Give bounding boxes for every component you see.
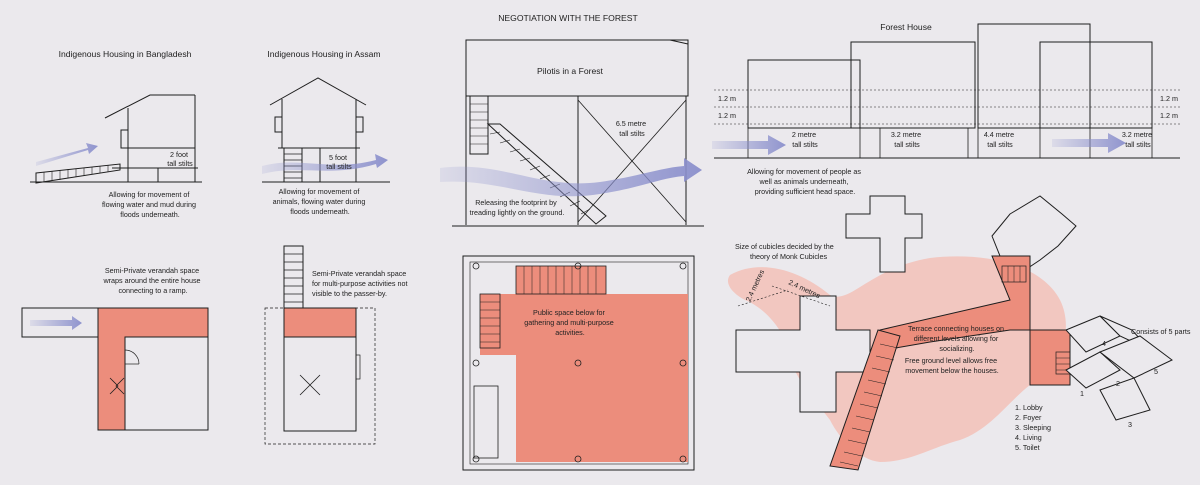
pilotis-title: Pilotis in a Forest xyxy=(537,66,604,76)
bangladesh-caption: Allowing for movement of flowing water a… xyxy=(102,190,198,219)
assam-caption: Allowing for movement of animals, flowin… xyxy=(273,187,368,216)
bangladesh-verandah-plan xyxy=(97,307,209,431)
cluster-house-top-left xyxy=(845,195,923,273)
assam-stair-plan xyxy=(283,245,304,309)
forest-house-stilt-2: 3.2 metre tall stilts xyxy=(891,130,923,149)
forest-house-stilt-4: 3.2 metre tall stilts xyxy=(1122,130,1154,149)
forest-house-stilt-3: 4.4 metre tall stilts xyxy=(984,130,1016,149)
cluster-ramp-diagonal xyxy=(829,329,901,471)
pilotis-caption: Releasing the footprint by treading ligh… xyxy=(470,198,565,217)
cluster-legend: 1. Lobby 2. Foyer 3. Sleeping 4. Living … xyxy=(1015,403,1053,452)
assam-verandah-caption: Semi-Private verandah space for multi-pu… xyxy=(312,269,409,298)
bangladesh-section: Indigenous Housing in Bangladesh 2 foot … xyxy=(21,49,209,431)
bangladesh-roof xyxy=(104,94,195,119)
cluster-terrace-right xyxy=(1029,329,1071,386)
cluster-house-top-right xyxy=(991,195,1077,273)
bangladesh-title: Indigenous Housing in Bangladesh xyxy=(59,49,192,59)
cluster-house-left xyxy=(735,295,871,413)
forest-house-flow-arrow-left xyxy=(712,135,786,155)
cluster-terrace-upper xyxy=(879,255,1031,351)
assam-roof xyxy=(269,77,367,106)
five-part-cross xyxy=(1065,315,1173,421)
bangladesh-stilt-label: 2 foot tall stilts xyxy=(167,150,193,168)
assam-title: Indigenous Housing in Assam xyxy=(267,49,380,59)
cluster-parts-title: Consists of 5 parts xyxy=(1131,327,1191,336)
pilotis-site-plan xyxy=(462,255,695,471)
assam-verandah-plan xyxy=(283,307,357,338)
bangladesh-ramp xyxy=(35,163,121,184)
assam-flow-arrow xyxy=(262,154,388,174)
forest-house-box-2 xyxy=(850,41,976,129)
cluster-ground-caption: Free ground level allows free movement b… xyxy=(905,356,999,375)
main-title: NEGOTIATION WITH THE FOREST xyxy=(498,13,638,23)
forest-house-box-1 xyxy=(747,59,861,129)
assam-house-plan xyxy=(283,336,357,432)
cluster-part-5: 5 xyxy=(1154,367,1158,376)
forest-house-flow-arrow-right xyxy=(1052,133,1126,153)
assam-stilt-label: 5 foot tall stilts xyxy=(326,153,352,171)
pilotis-roof xyxy=(466,39,689,45)
pilotis-plan-caption: Public space below for gathering and mul… xyxy=(524,308,616,337)
forest-house-box-4 xyxy=(1039,41,1153,129)
pilotis-section: Pilotis in a Forest 6.5 metre tall stilt… xyxy=(440,39,704,471)
bangladesh-ramp-plan xyxy=(21,307,99,338)
forest-house-box-3 xyxy=(977,23,1091,129)
forest-house-title: Forest House xyxy=(880,22,932,32)
forest-house-height-left: 1.2 m 1.2 m xyxy=(718,94,738,120)
cluster-cubicle-note: Size of cubicles decided by the theory o… xyxy=(735,242,836,261)
cluster-terrace-caption: Terrace connecting houses on different l… xyxy=(908,324,1006,353)
pilotis-stilt-label: 6.5 metre tall stilts xyxy=(616,119,648,138)
bangladesh-flow-arrow xyxy=(36,143,98,166)
forest-house-height-right: 1.2 m 1.2 m xyxy=(1160,94,1180,120)
pilotis-stair-tower xyxy=(469,95,489,155)
bangladesh-verandah-caption: Semi-Private verandah space wraps around… xyxy=(102,266,202,295)
assam-section: Indigenous Housing in Assam 5 foot tall … xyxy=(262,49,409,445)
cluster-part-3: 3 xyxy=(1128,420,1132,429)
cluster-part-1: 1 xyxy=(1080,389,1084,398)
bangladesh-plan-arrow xyxy=(30,316,82,330)
forest-house-section: Forest House 1.2 m 1.2 m 1.2 m 1.2 m xyxy=(712,22,1180,196)
pilotis-public-space xyxy=(480,266,688,462)
cluster-part-4: 4 xyxy=(1102,339,1106,348)
pilotis-house xyxy=(465,39,689,97)
forest-house-stilt-1: 2 metre tall stilts xyxy=(792,130,818,149)
forest-house-caption: Allowing for movement of people as well … xyxy=(747,167,863,196)
cluster-part-2: 2 xyxy=(1116,379,1120,388)
pilotis-flow-arrow xyxy=(440,158,702,197)
cluster-plan: 2.4 metres 2.4 metres xyxy=(727,195,1191,471)
